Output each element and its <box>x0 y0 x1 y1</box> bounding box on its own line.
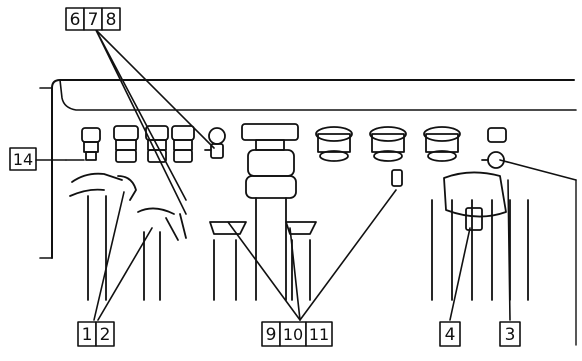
callout-group-3: 3 <box>499 321 521 347</box>
safety-valve <box>481 127 507 169</box>
callout-label-14: 14 <box>13 150 33 169</box>
callout-label-7: 7 <box>88 10 99 30</box>
fitting-d <box>315 126 353 162</box>
callout-label-4: 4 <box>445 325 456 345</box>
callout-box-3 <box>499 321 521 347</box>
fitting-e <box>369 126 407 187</box>
leader-8 <box>95 29 215 149</box>
callout-group-14: 14 <box>9 147 67 171</box>
callout-box-4 <box>439 321 461 347</box>
callout-label-11: 11 <box>309 325 329 344</box>
callout-group-1-2: 1 2 <box>77 321 115 347</box>
fitting-row <box>81 123 507 301</box>
leader-10 <box>289 227 301 321</box>
callout-group-6-7-8: 6 7 8 <box>65 7 121 31</box>
leader-4 <box>449 227 471 321</box>
callout-label-1: 1 <box>82 325 93 345</box>
callout-label-8: 8 <box>106 10 117 30</box>
leader-3 <box>507 179 511 321</box>
callout-box-10 <box>279 321 307 347</box>
fitting-f <box>423 126 461 162</box>
callout-label-9: 9 <box>266 325 277 345</box>
boiler-casing <box>39 79 577 259</box>
callout-group-4: 4 <box>439 321 461 347</box>
leader-6 <box>95 29 187 201</box>
callout-label-3: 3 <box>505 325 516 345</box>
callout-label-2: 2 <box>100 325 111 345</box>
leader-right <box>499 159 577 181</box>
callout-group-9-10-11: 9 10 11 <box>261 321 333 347</box>
callout-box-14 <box>9 147 37 171</box>
leader-1 <box>93 191 125 321</box>
leader-2 <box>97 227 153 321</box>
callout-box-2 <box>95 321 115 347</box>
callout-box-8 <box>101 7 121 31</box>
leader-9 <box>227 221 301 321</box>
leader-11 <box>299 189 397 321</box>
fitting-valve-small <box>204 127 226 159</box>
fitting-c <box>171 125 195 163</box>
callout-label-6: 6 <box>70 10 81 30</box>
leader-7 <box>95 29 187 215</box>
fitting-a <box>113 125 139 163</box>
leader-lines <box>65 29 577 346</box>
callout-label-10: 10 <box>283 325 303 344</box>
gas-pipe <box>241 123 299 301</box>
callout-box-11 <box>305 321 333 347</box>
fitting-14 <box>81 127 101 161</box>
